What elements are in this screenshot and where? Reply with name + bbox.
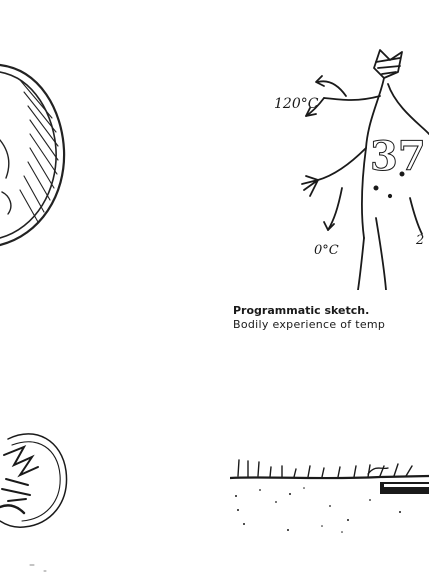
caption-title: Programmatic sketch. xyxy=(233,304,385,318)
label-mid-temp: 2 xyxy=(415,233,424,248)
label-body-temp: 37 xyxy=(370,133,426,180)
caption-subtitle: Bodily experience of temp xyxy=(233,318,385,332)
ground-section-sketch xyxy=(230,440,429,550)
body-temperature-sketch: 120°C 37 0°C 2 xyxy=(262,38,429,290)
sketch-caption: Programmatic sketch. Bodily experience o… xyxy=(233,304,385,332)
circle-sketch-top-left xyxy=(0,0,75,300)
round-scribble-sketch xyxy=(0,395,80,582)
label-cold-temp: 0°C xyxy=(314,243,339,258)
label-hot-temp: 120°C xyxy=(274,96,319,112)
